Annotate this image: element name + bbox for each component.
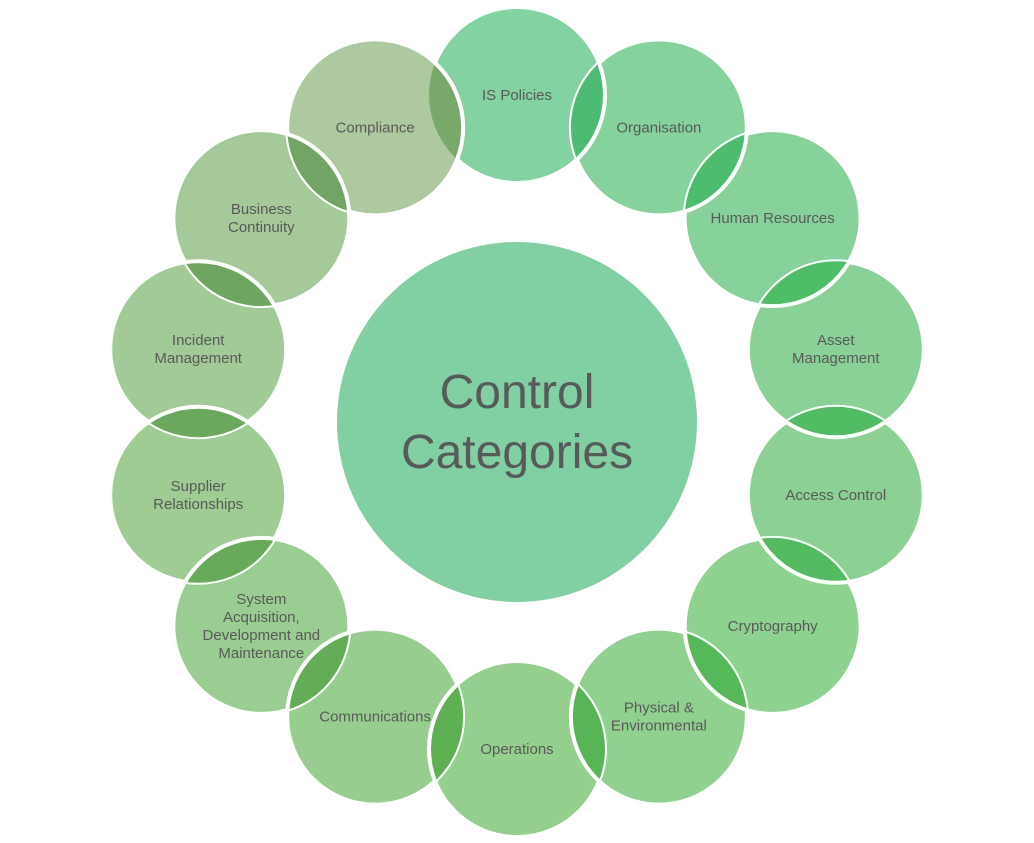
category-label-human-resources: Human Resources bbox=[711, 210, 835, 227]
category-label-line: Development and bbox=[203, 627, 321, 644]
category-label-line: Asset bbox=[817, 332, 855, 349]
category-label-line: Incident bbox=[172, 332, 225, 349]
category-label-operations: Operations bbox=[480, 741, 553, 758]
overlap-is-policies bbox=[570, 39, 607, 185]
category-label-line: Compliance bbox=[336, 119, 415, 136]
category-label-line: Communications bbox=[319, 709, 431, 726]
category-label-line: Continuity bbox=[228, 219, 295, 236]
category-label-line: System bbox=[236, 591, 286, 608]
category-label-is-policies: IS Policies bbox=[482, 87, 552, 104]
category-label-line: Operations bbox=[480, 741, 553, 758]
category-label-line: Access Control bbox=[785, 487, 886, 504]
overlap-asset-management bbox=[747, 406, 924, 440]
category-label-access-control: Access Control bbox=[785, 487, 886, 504]
category-label-line: Organisation bbox=[616, 119, 701, 136]
category-label-organisation: Organisation bbox=[616, 119, 701, 136]
center-circle bbox=[337, 242, 697, 602]
overlap-physical-environmental bbox=[568, 661, 605, 807]
overlap-business-continuity bbox=[287, 128, 352, 216]
category-label-line: Business bbox=[231, 201, 292, 218]
category-label-line: Supplier bbox=[171, 478, 226, 495]
category-label-communications: Communications bbox=[319, 709, 431, 726]
category-label-compliance: Compliance bbox=[336, 119, 415, 136]
overlap-compliance bbox=[429, 37, 466, 183]
category-label-line: Maintenance bbox=[218, 645, 304, 662]
category-label-line: Management bbox=[792, 350, 880, 367]
category-label-line: Relationships bbox=[153, 496, 243, 513]
center-label-line: Control bbox=[440, 366, 595, 419]
category-label-line: IS Policies bbox=[482, 87, 552, 104]
overlap-organisation bbox=[684, 130, 749, 218]
overlap-communications bbox=[285, 626, 350, 714]
category-label-line: Environmental bbox=[611, 718, 707, 735]
category-label-line: Acquisition, bbox=[223, 609, 300, 626]
overlap-supplier-relationships bbox=[110, 404, 287, 438]
overlap-operations bbox=[427, 659, 464, 805]
center-label-line: Categories bbox=[401, 426, 633, 479]
category-label-line: Human Resources bbox=[711, 210, 835, 227]
overlap-cryptography bbox=[682, 628, 747, 716]
category-label-line: Cryptography bbox=[728, 618, 819, 635]
category-label-line: Physical & bbox=[624, 700, 694, 717]
category-label-cryptography: Cryptography bbox=[728, 618, 819, 635]
category-label-line: Management bbox=[154, 350, 242, 367]
category-label-physical-environmental: Physical &Environmental bbox=[611, 700, 707, 735]
